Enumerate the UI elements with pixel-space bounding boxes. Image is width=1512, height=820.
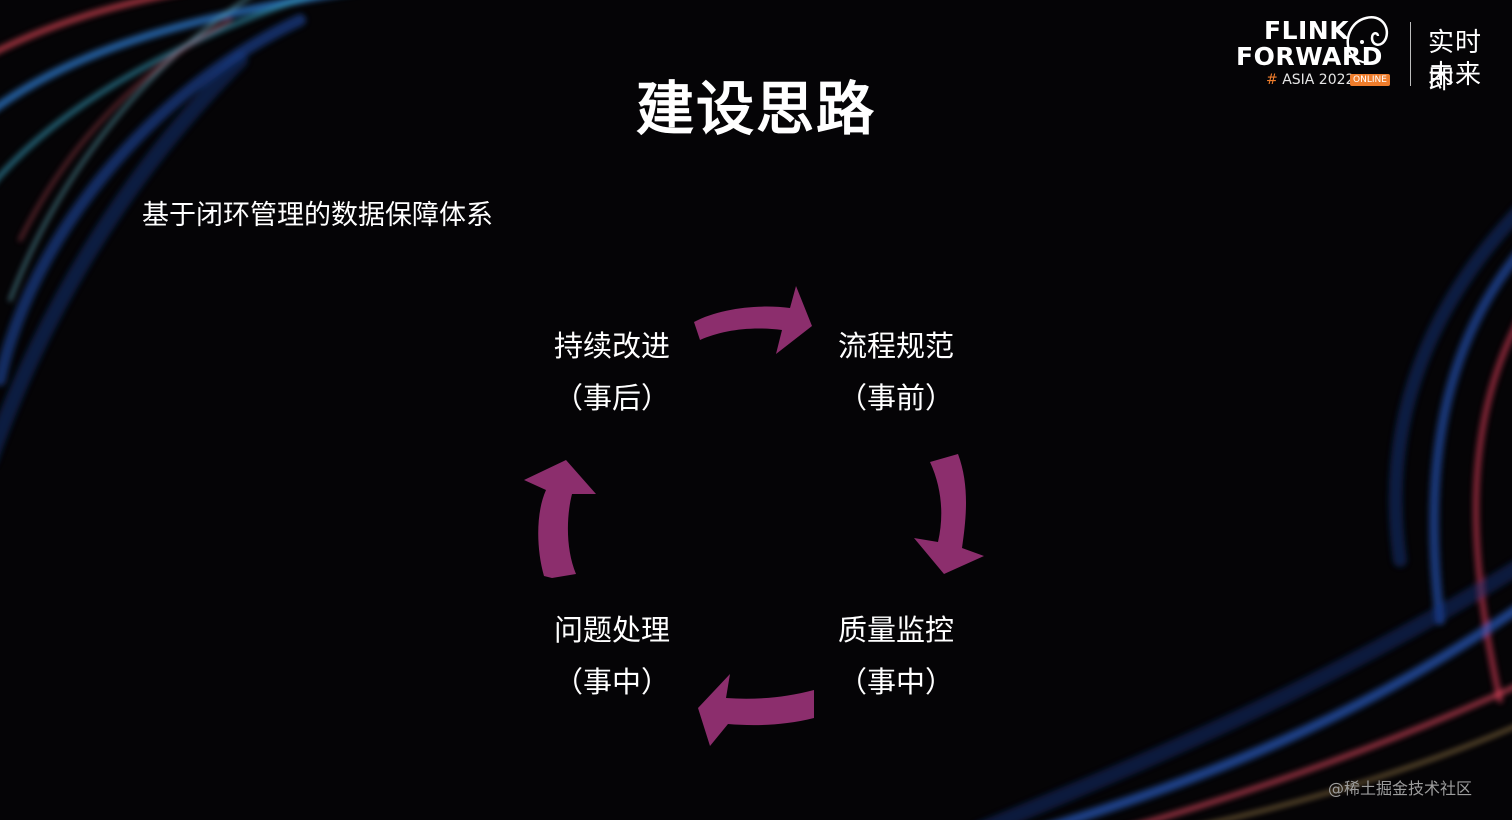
- logo-forward-text: FORWARD: [1236, 42, 1383, 71]
- logo-event: ASIA 2022: [1282, 72, 1355, 88]
- cycle-node-problem-handling: 问题处理 （事中）: [502, 604, 722, 708]
- arrow-left: [524, 460, 596, 578]
- slogan-line-1: 实时即: [1428, 28, 1483, 95]
- logo-flink-text: FLINK: [1264, 16, 1350, 45]
- node-phase: （事中）: [837, 665, 954, 699]
- page-subtitle: 基于闭环管理的数据保障体系: [142, 200, 493, 231]
- flink-forward-logo: FLINK FORWARD # ASIA 2022 ONLINE 实时即 未来: [1232, 12, 1502, 95]
- node-label: 流程规范: [837, 329, 954, 363]
- node-label: 持续改进: [553, 329, 670, 363]
- node-phase: （事中）: [553, 665, 670, 699]
- slogan-line-2: 未来: [1428, 60, 1483, 90]
- arrow-right: [914, 454, 984, 574]
- logo-hash: #: [1266, 72, 1278, 88]
- squirrel-icon: [1346, 15, 1389, 64]
- node-label: 问题处理: [553, 613, 670, 647]
- logo-divider: [1410, 22, 1411, 86]
- cycle-node-continuous-improvement: 持续改进 （事后）: [502, 320, 722, 424]
- online-badge: ONLINE: [1350, 74, 1390, 86]
- node-phase: （事前）: [837, 381, 954, 415]
- arrow-bottom: [698, 674, 814, 746]
- watermark: @稀土掘金技术社区: [1328, 779, 1473, 798]
- page-title: 建设思路: [635, 75, 876, 143]
- node-phase: （事后）: [553, 381, 670, 415]
- node-label: 质量监控: [837, 613, 954, 647]
- cycle-node-quality-monitoring: 质量监控 （事中）: [786, 604, 1006, 708]
- arrow-top: [694, 286, 812, 354]
- cycle-node-process-standard: 流程规范 （事前）: [786, 320, 1006, 424]
- logo-event-text: # ASIA 2022: [1266, 72, 1354, 88]
- arrow-group: [524, 286, 984, 746]
